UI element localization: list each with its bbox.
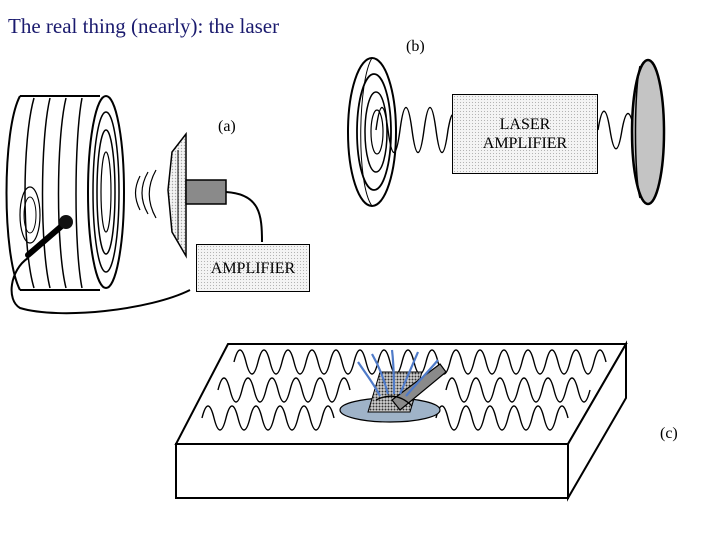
panel-a-drum xyxy=(5,95,125,291)
panel-c-wave-fan xyxy=(357,349,439,397)
panel-b-label: (b) xyxy=(406,38,425,55)
panel-b-left-mirror xyxy=(347,57,397,207)
amplifier-box-a-text: AMPLIFIER xyxy=(210,259,296,277)
loudspeaker-icon xyxy=(167,131,263,259)
panel-a-label: (a) xyxy=(218,118,236,135)
slide-title: The real thing (nearly): the laser xyxy=(8,14,280,38)
panel-b-right-mirror xyxy=(630,58,666,206)
panel-c-label: (c) xyxy=(660,425,678,442)
amplifier-box-a: AMPLIFIER xyxy=(196,244,310,292)
laser-amplifier-line2: AMPLIFIER xyxy=(482,135,568,152)
laser-amplifier-line1: LASER xyxy=(499,116,551,133)
wave-right-b xyxy=(597,110,635,150)
wave-left-b xyxy=(375,107,457,153)
sound-waves-a xyxy=(134,169,157,219)
laser-amplifier-box-b: LASER AMPLIFIER xyxy=(452,94,598,174)
microphone-icon xyxy=(10,215,191,315)
